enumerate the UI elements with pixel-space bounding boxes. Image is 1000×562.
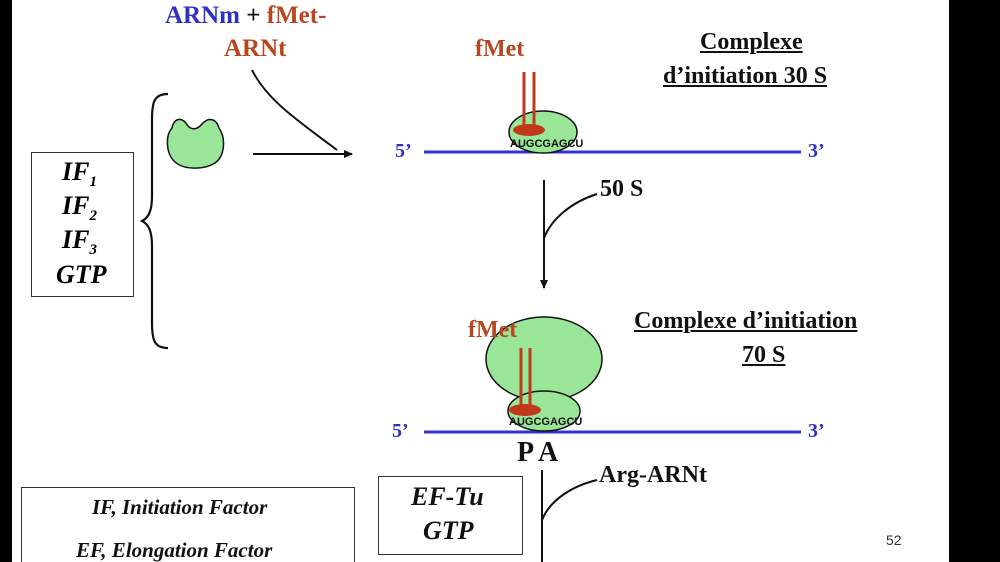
- complex-30s-title-line2: d’initiation 30 S: [663, 63, 828, 89]
- factor-gtp: GTP: [56, 260, 107, 290]
- ef-tu-box: [378, 476, 523, 555]
- fmet-70s-label: fMet: [468, 317, 518, 343]
- ribosome-sites: P A: [517, 437, 559, 468]
- factor-if3-base: IF: [62, 225, 90, 254]
- factor-if2-sub: 2: [89, 208, 97, 225]
- fmet-30s-label: fMet: [475, 36, 525, 62]
- arg-arnt-label: Arg-ARNt: [599, 462, 707, 488]
- diagram-graphics: [166, 69, 801, 562]
- factor-gtp-base: GTP: [56, 260, 107, 289]
- legend-box: [21, 487, 355, 562]
- factor-if1-base: IF: [62, 157, 90, 186]
- subunit-30s-icon: [166, 118, 225, 169]
- curly-brace: [140, 92, 169, 350]
- end3-70s: 3’: [808, 420, 825, 442]
- factor-if1-sub: 1: [89, 174, 97, 191]
- curved-arrow: [251, 69, 338, 151]
- complex-70s-title-line1: Complexe d’initiation: [634, 308, 858, 334]
- trna-30s-blob: [513, 124, 545, 136]
- slide: ARNm + fMet- ARNt IF1 IF2 IF3 GTP: [12, 0, 949, 562]
- label-50s: 50 S: [600, 176, 644, 202]
- arnm-label: ARNm: [165, 2, 240, 29]
- end5-30s: 5’: [395, 140, 412, 162]
- legend-elongation: EF, Elongation Factor: [76, 538, 273, 562]
- arnm-fmet-header: ARNm + fMet-: [165, 2, 326, 30]
- end5-70s: 5’: [392, 420, 409, 442]
- ribosome-30s-bottom: [507, 390, 581, 432]
- complex-30s-title-line1: Complexe: [700, 29, 803, 55]
- legend-initiation: IF, Initiation Factor: [92, 495, 268, 519]
- ef-tu-label: EF-Tu: [411, 482, 484, 511]
- initiation-factors-box: [31, 152, 134, 297]
- end3-30s: 3’: [808, 140, 825, 162]
- page-number: 52: [886, 532, 902, 548]
- arnt-label: ARNt: [224, 35, 287, 62]
- sequence-30s: AUGCGAGCU: [510, 138, 584, 150]
- trna-70s-blob: [509, 404, 541, 416]
- plus-sign: +: [240, 2, 267, 29]
- complex-70s-title-line2: 70 S: [742, 342, 786, 368]
- factor-if3: IF3: [62, 225, 97, 259]
- factor-if2: IF2: [62, 191, 97, 225]
- ef-gtp-label: GTP: [423, 516, 474, 545]
- factor-if1: IF1: [62, 157, 97, 191]
- factor-if3-sub: 3: [89, 242, 97, 259]
- factor-if2-base: IF: [62, 191, 90, 220]
- sequence-70s: AUGCGAGCU: [509, 416, 583, 428]
- fmet-label: fMet-: [266, 2, 327, 29]
